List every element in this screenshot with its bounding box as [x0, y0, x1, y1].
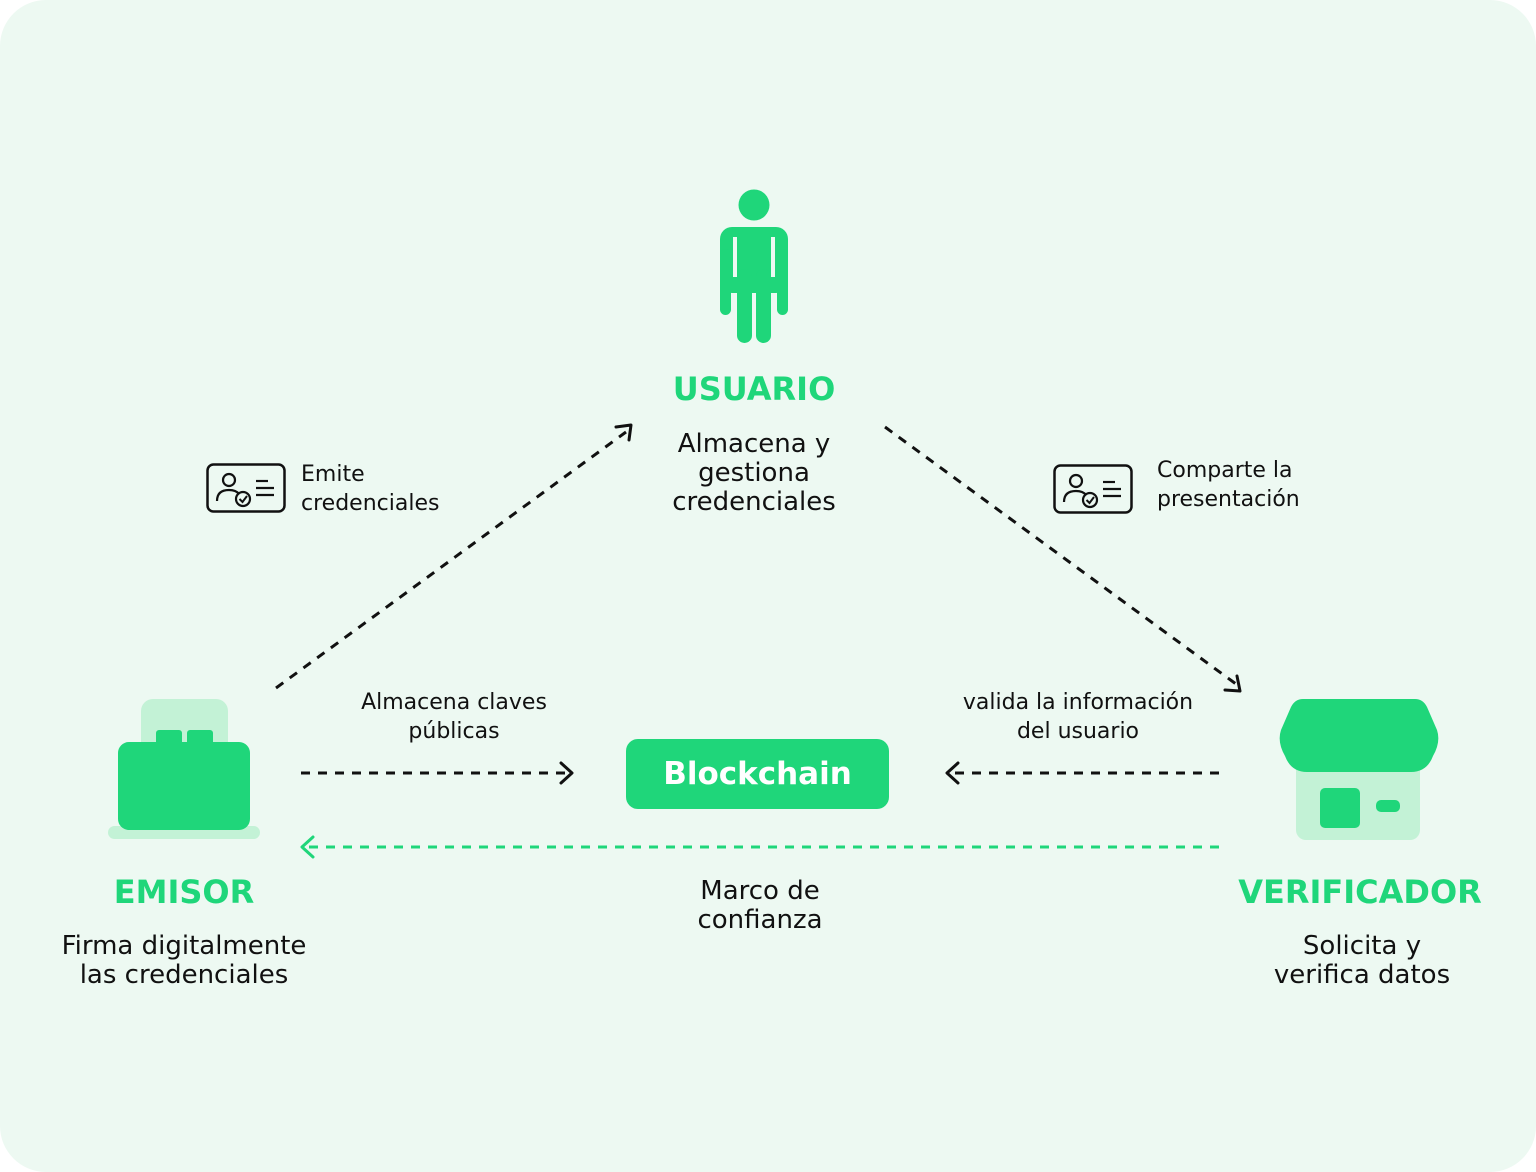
label-line: Emite — [301, 462, 365, 487]
usuario-description: Almacena y gestiona credenciales — [604, 430, 904, 517]
arrow-emisor-to-usuario — [275, 423, 633, 690]
verificador-description: Solicita y verifica datos — [1212, 932, 1512, 990]
id-card-check-icon — [206, 463, 286, 513]
person-icon — [719, 189, 789, 343]
usuario-desc-line: credenciales — [672, 487, 836, 517]
emisor-description: Firma digitalmente las credenciales — [24, 932, 344, 990]
building-icon — [108, 698, 260, 840]
arrow-marco-confianza — [300, 835, 1219, 859]
almacena-claves-label: Almacena claves públicas — [314, 688, 594, 746]
label-line: presentación — [1157, 487, 1300, 512]
label-line: Marco de — [700, 876, 820, 906]
id-card-check-icon — [1053, 464, 1133, 514]
blockchain-box: Blockchain — [626, 739, 889, 809]
arrow-usuario-to-verificador — [884, 425, 1242, 693]
emisor-title: EMISOR — [113, 873, 255, 911]
store-icon — [1279, 698, 1439, 840]
label-line: valida la información — [962, 690, 1194, 715]
valida-informacion-label: valida la información del usuario — [928, 688, 1228, 746]
comparte-presentacion-label: Comparte la presentación — [1157, 456, 1300, 514]
marco-confianza-label: Marco de confianza — [610, 877, 910, 935]
arrow-verificador-to-blockchain — [945, 761, 1219, 785]
arrow-emisor-to-blockchain — [301, 761, 574, 785]
usuario-desc-line: gestiona — [698, 458, 810, 488]
verificador-title: VERIFICADOR — [1238, 873, 1482, 911]
emite-credenciales-label: Emite credenciales — [301, 460, 439, 518]
label-line: Comparte la — [1157, 458, 1293, 483]
verificador-desc-line: Solicita y — [1302, 931, 1422, 961]
verificador-desc-line: verifica datos — [1273, 960, 1451, 990]
usuario-desc-line: Almacena y — [677, 429, 831, 459]
label-line: públicas — [408, 719, 500, 744]
emisor-desc-line: Firma digitalmente — [61, 931, 307, 961]
label-line: del usuario — [1016, 719, 1140, 744]
usuario-title: USUARIO — [672, 370, 836, 408]
label-line: credenciales — [301, 491, 440, 516]
label-line: confianza — [697, 905, 823, 935]
emisor-desc-line: las credenciales — [79, 960, 289, 990]
label-line: Almacena claves — [361, 690, 547, 715]
